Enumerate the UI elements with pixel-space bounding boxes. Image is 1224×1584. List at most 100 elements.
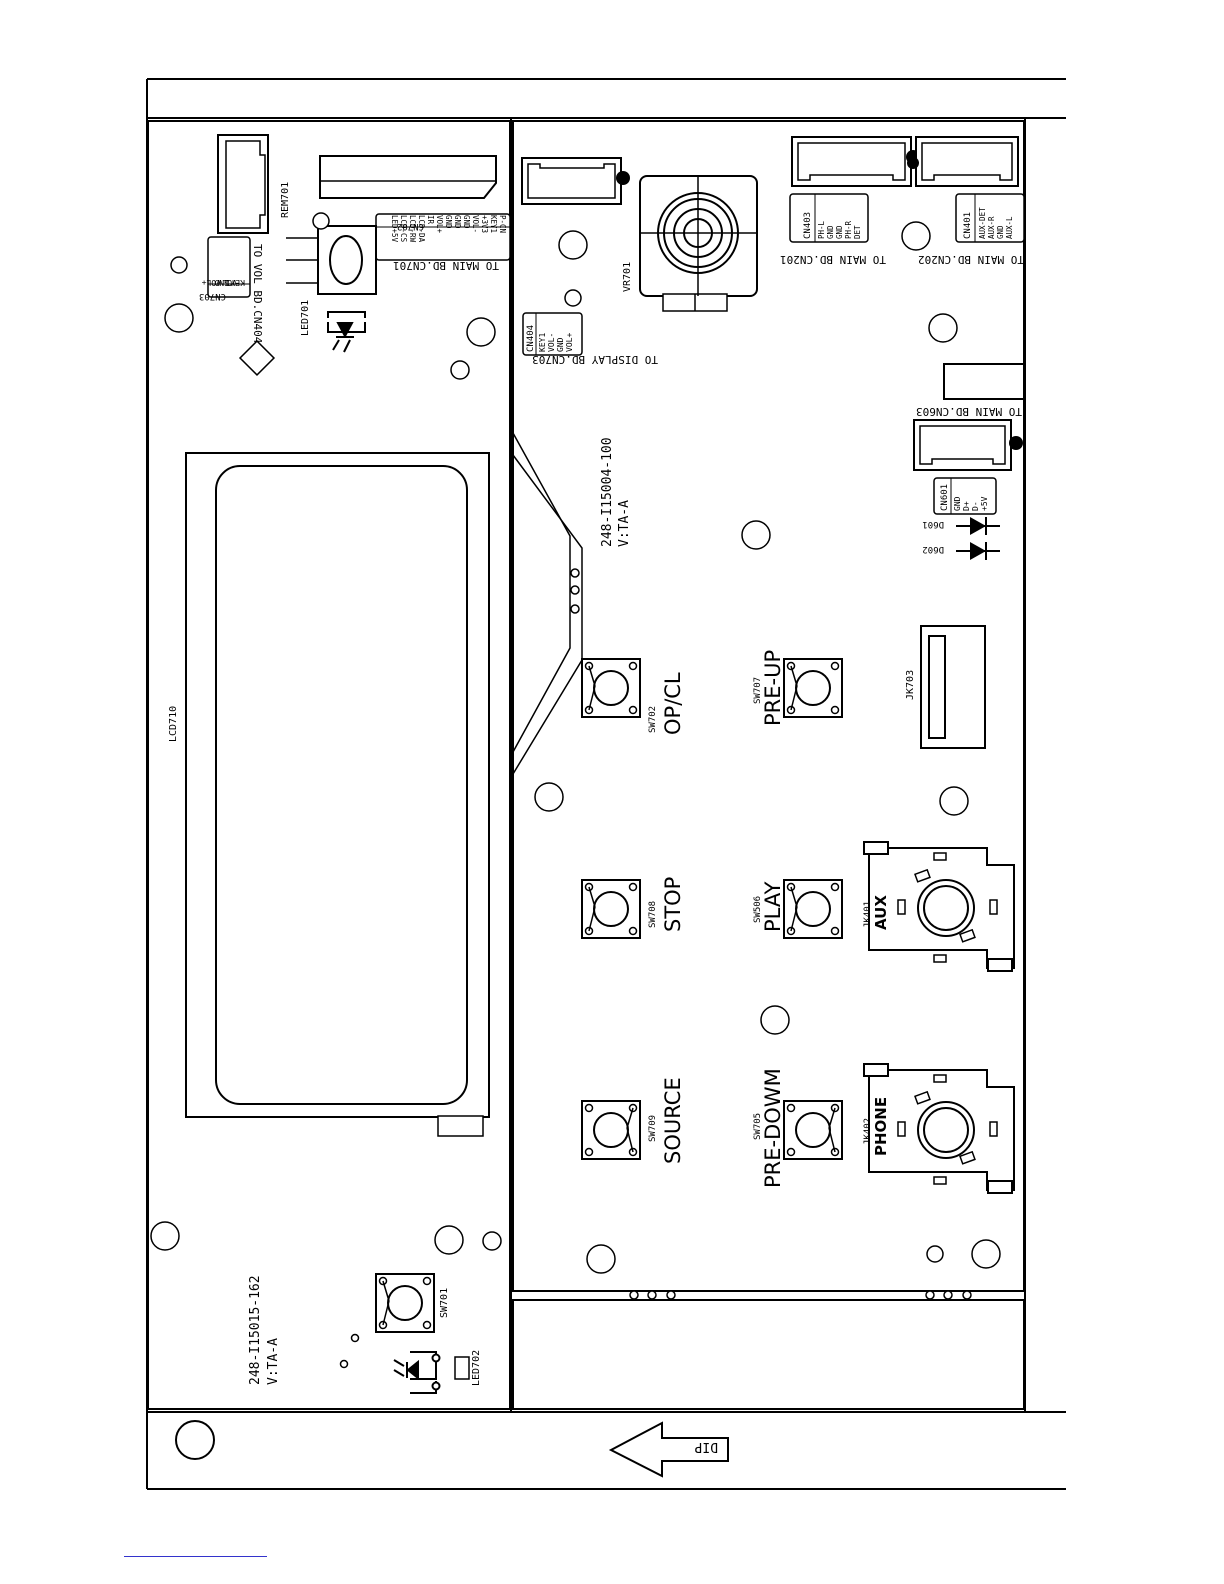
- jk401-ref: JK401: [863, 901, 873, 928]
- led701-symbol-icon: [327, 311, 366, 353]
- cn702-connector: CN702 LED+5V LCD-CS LCD-RW LCD-DA IR VOL…: [375, 213, 511, 261]
- cn601-pin-1: GND: [953, 496, 962, 511]
- sw708-ref: SW708: [648, 901, 658, 928]
- led702-label: LED702: [471, 1350, 482, 1386]
- sw705-ref: SW705: [753, 1113, 763, 1140]
- d602-diode-icon: [955, 541, 1001, 561]
- bottom-mounting-hole: [175, 1420, 215, 1460]
- cn404-name: CN404: [526, 325, 536, 352]
- cn404-pin-2: VOL-: [547, 333, 556, 352]
- cn601-connector: CN601 GND D+ D- +5V: [933, 477, 997, 515]
- jk703-usb-port: [920, 625, 986, 749]
- cn702-pin-3: LCD-RW: [408, 215, 417, 243]
- cn702-pin-10: VOL-: [471, 215, 480, 233]
- cn601-pin-3: D-: [971, 501, 980, 511]
- cn703-connector: CN703 KEY1 VOL- GND VOL+: [199, 236, 251, 301]
- cn601-pin-4: +5V: [980, 496, 989, 511]
- cn404-connector: CN404 KEY1 VOL- GND VOL+: [522, 312, 583, 356]
- cn702-pin-13: P-CN: [498, 215, 507, 233]
- cn601-name: CN601: [940, 484, 950, 511]
- vr-connector: [521, 157, 630, 205]
- cn403-pin-2: GND: [826, 225, 835, 239]
- left-board: REM701 CN703 KEY1 VOL- GND VOL+ TO VOL B…: [150, 134, 511, 1394]
- cn404-pin-1: KEY1: [538, 333, 547, 352]
- cn401-top-connector: [907, 136, 1019, 187]
- right-board-part-number: 248-I15004-100: [600, 437, 615, 547]
- cn403-name: CN403: [803, 212, 813, 239]
- dip-direction-arrow: DIP: [608, 1421, 729, 1478]
- cn401-pin-4: AUX-L: [1005, 216, 1014, 239]
- cn401-pin-3: GND: [996, 225, 1005, 239]
- sw702-switch: [581, 658, 641, 718]
- cn401-connector: CN401 AUX-DET AUX-R GND AUX-L: [955, 193, 1025, 243]
- sw702-ref: SW702: [648, 706, 658, 733]
- sw705-label: PRE-DOWM: [761, 1068, 785, 1188]
- rem701-connector: [217, 134, 269, 234]
- lcd710-label: LCD710: [168, 706, 179, 742]
- sw506-label: PLAY: [761, 881, 785, 932]
- d601-label: D601: [922, 519, 944, 529]
- cn703-pin-3: GND: [214, 278, 229, 287]
- cn702-pin-7: GND: [444, 215, 453, 229]
- left-board-part-number: 248-I15015-162: [248, 1275, 263, 1385]
- cn403-top-connector: [791, 136, 920, 187]
- cn702-name: CN702: [397, 221, 424, 231]
- cn703-pin-1: KEY1: [226, 278, 245, 287]
- jk402-label: PHONE: [872, 1097, 890, 1156]
- vr701-rotary-encoder: [639, 175, 758, 312]
- sw701-switch: [375, 1273, 435, 1333]
- cn702-pin-1: LED+5V: [390, 215, 399, 243]
- cn601-top-connector: [913, 419, 1023, 471]
- cn702-pin-12: KEY1: [489, 215, 498, 233]
- cn403-pin-5: DET: [853, 225, 862, 239]
- flex-cable-path: [512, 432, 583, 775]
- sw709-ref: SW709: [648, 1115, 658, 1142]
- led702-body: [454, 1356, 470, 1380]
- cn702-pin-11: +3V3: [480, 215, 489, 233]
- right-board-holes: [534, 221, 1001, 1274]
- lcd710-display: [185, 452, 490, 1137]
- cn702-pin-5: IR: [426, 215, 435, 225]
- d601-diode-icon: [955, 516, 1001, 536]
- right-board-version: V:TA-A: [617, 500, 632, 547]
- sw701-label: SW701: [439, 1288, 450, 1318]
- cn703-destination: TO VOL BD.CN404: [251, 244, 264, 344]
- sw705-switch: [783, 1100, 843, 1160]
- cn703-name: CN703: [199, 291, 226, 301]
- footer-link-underline: [124, 1556, 267, 1557]
- jk401-label: AUX: [872, 895, 890, 930]
- jk402-ref: JK402: [863, 1118, 873, 1145]
- sw702-label: OP/CL: [661, 672, 685, 735]
- cn403-pin-1: PH-L: [817, 220, 826, 239]
- cn601-pin-2: D+: [962, 501, 971, 511]
- ir-receiver: [286, 225, 377, 295]
- cn401-destination: TO MAIN BD.CN202: [918, 253, 1024, 266]
- cn403-destination: TO MAIN BD.CN201: [780, 253, 886, 266]
- via-holes: [570, 568, 972, 1300]
- cn703-pin-4: VOL+: [202, 278, 221, 287]
- led701-label: LED701: [300, 300, 311, 336]
- sw708-switch: [581, 879, 641, 939]
- led702-symbol-icon: [393, 1351, 441, 1394]
- sw709-label: SOURCE: [661, 1077, 685, 1164]
- sw709-switch: [581, 1100, 641, 1160]
- cn702-destination: TO MAIN BD.CN701: [393, 259, 499, 272]
- left-board-version: V:TA-A: [266, 1338, 281, 1385]
- sw707-switch: [783, 658, 843, 718]
- shield-block: [943, 363, 1025, 400]
- sw708-label: STOP: [661, 877, 685, 932]
- jk703-label: JK703: [905, 670, 916, 700]
- sw506-ref: SW506: [753, 896, 763, 923]
- cn401-name: CN401: [963, 212, 973, 239]
- dip-label: DIP: [694, 1439, 718, 1454]
- cn401-pin-1: AUX-DET: [978, 207, 987, 239]
- lcd-flex-connector: [319, 155, 497, 199]
- rem701-label: REM701: [280, 182, 291, 218]
- cn702-pin-6: VOL+: [435, 215, 444, 234]
- cn601-destination: TO MAIN BD.CN603: [916, 405, 1022, 418]
- sw707-label: PRE-UP: [761, 650, 785, 726]
- cn403-connector: CN403 PH-L GND GND PH-R DET: [789, 193, 869, 243]
- cn401-pin-2: AUX-R: [987, 216, 996, 239]
- cn404-destination: TO DISPLAY BD.CN703: [532, 353, 658, 366]
